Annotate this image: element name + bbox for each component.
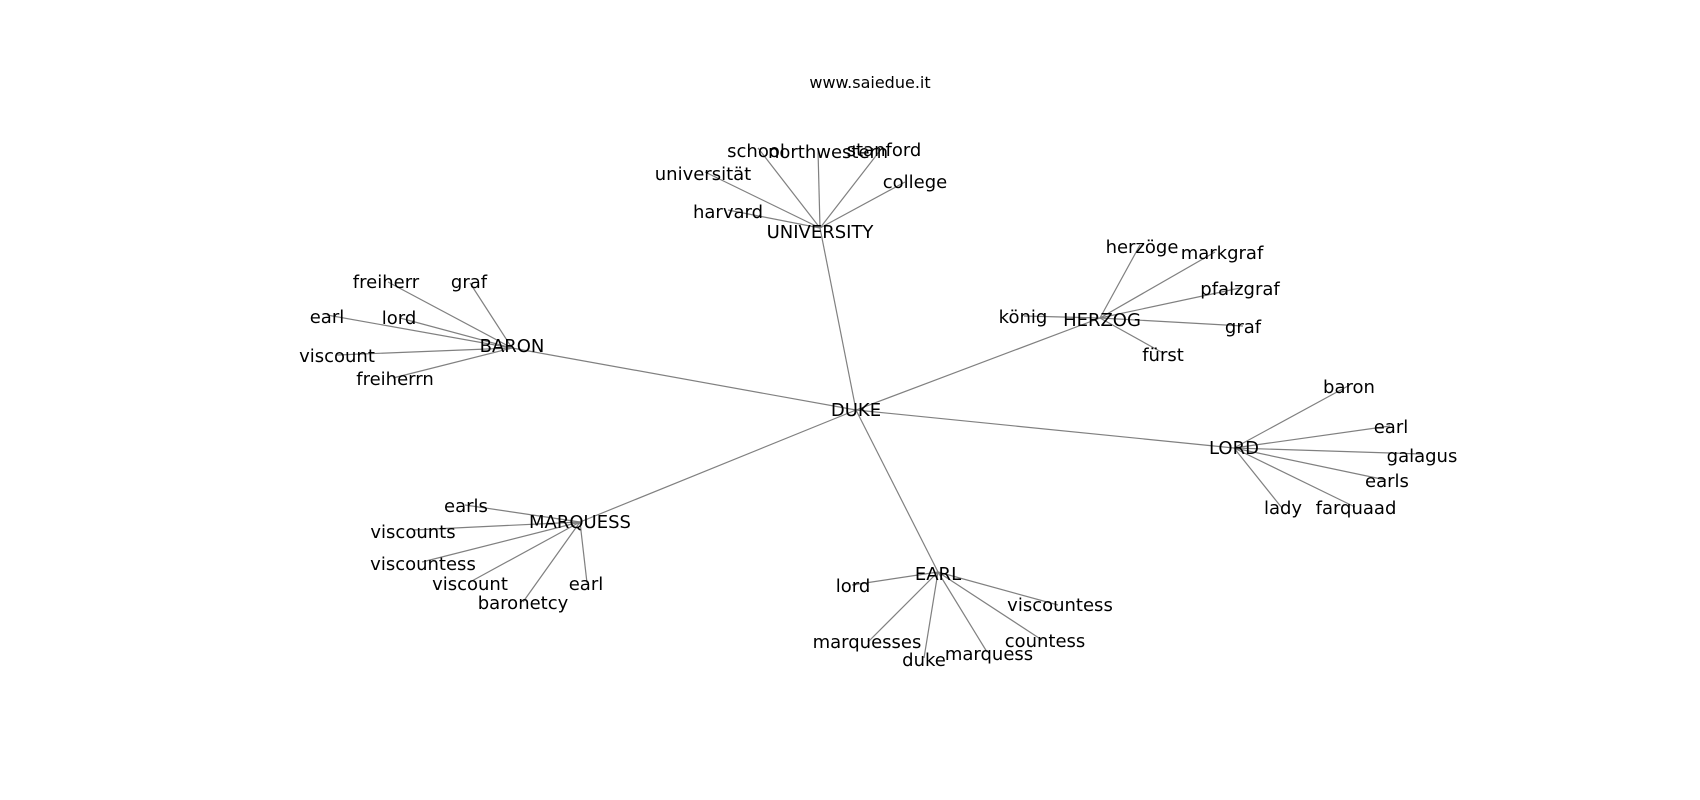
leaf-node-marquess-1: viscounts	[370, 522, 455, 543]
edge-university-leaf-3	[704, 171, 821, 229]
edge-baron-leaf-2	[326, 314, 513, 349]
edge-earl-leaf-0	[851, 571, 939, 586]
leaf-node-earl-2: countess	[1005, 631, 1086, 652]
hub-node-marquess: MARQUESS	[529, 512, 631, 533]
leaf-node-university-3: universität	[655, 164, 751, 185]
edge-lord-leaf-2	[1233, 447, 1423, 455]
leaf-node-baron-2: earl	[310, 307, 345, 328]
leaf-node-lord-5: farquaad	[1316, 498, 1397, 519]
leaf-node-baron-1: graf	[451, 272, 488, 293]
edge-herzog-leaf-3	[1023, 315, 1101, 319]
edge-earl-leaf-5	[937, 571, 988, 653]
leaf-node-herzog-2: pfalzgraf	[1200, 279, 1280, 300]
leaf-node-lord-2: galagus	[1387, 446, 1458, 467]
edge-center-baron	[511, 347, 857, 411]
leaf-node-university-5: harvard	[693, 202, 763, 223]
leaf-node-herzog-4: graf	[1225, 317, 1262, 338]
leaf-node-earl-5: marquess	[945, 644, 1033, 665]
leaf-node-marquess-4: baronetcy	[478, 593, 569, 614]
leaf-node-university-0: school	[727, 141, 785, 162]
edge-lord-leaf-5	[1233, 447, 1356, 508]
hub-node-lord: LORD	[1209, 438, 1259, 459]
hub-node-baron: BARON	[480, 336, 545, 357]
edge-lord-leaf-0	[1233, 385, 1349, 449]
leaf-node-baron-5: freiherrn	[356, 369, 433, 390]
leaf-node-marquess-5: earl	[569, 574, 604, 595]
leaf-node-earl-1: viscountess	[1007, 595, 1113, 616]
edges-layer	[326, 147, 1423, 659]
edge-center-herzog	[855, 317, 1101, 411]
edge-herzog-leaf-1	[1099, 251, 1216, 319]
edge-earl-leaf-3	[867, 571, 939, 643]
leaf-node-baron-4: viscount	[299, 346, 375, 367]
leaf-node-university-1: northwestern	[768, 142, 888, 163]
edge-earl-leaf-4	[923, 571, 939, 659]
edge-herzog-leaf-5	[1099, 317, 1164, 354]
leaf-node-lord-0: baron	[1323, 377, 1375, 398]
edge-university-leaf-2	[819, 147, 883, 229]
leaf-node-university-4: college	[883, 172, 948, 193]
leaf-node-university-2: stanford	[847, 140, 922, 161]
leaf-node-earl-4: duke	[902, 650, 946, 671]
leaf-node-herzog-0: herzöge	[1106, 237, 1179, 258]
edge-center-marquess	[579, 409, 857, 523]
edge-herzog-leaf-4	[1099, 317, 1244, 327]
edge-center-lord	[855, 409, 1235, 449]
site-title: www.saiedue.it	[809, 73, 930, 92]
edge-baron-leaf-5	[392, 347, 513, 379]
edge-marquess-leaf-4	[522, 521, 581, 603]
edge-center-university	[819, 227, 857, 411]
edge-university-leaf-0	[757, 147, 821, 229]
edge-marquess-leaf-5	[579, 521, 588, 584]
edge-herzog-leaf-0	[1099, 244, 1141, 319]
leaf-node-lord-3: earls	[1365, 471, 1409, 492]
edge-marquess-leaf-3	[469, 521, 581, 583]
edge-lord-leaf-4	[1233, 447, 1283, 509]
leaf-node-baron-3: lord	[382, 308, 417, 329]
edge-university-leaf-4	[819, 181, 906, 229]
hub-node-university: UNIVERSITY	[767, 222, 875, 243]
edge-baron-leaf-3	[399, 317, 513, 349]
edge-earl-leaf-2	[937, 571, 1043, 641]
leaf-node-marquess-0: earls	[444, 496, 488, 517]
edge-marquess-leaf-1	[412, 521, 581, 531]
leaf-node-earl-0: lord	[836, 576, 871, 597]
leaf-node-herzog-1: markgraf	[1181, 243, 1264, 264]
labels-layer: DUKE UNIVERSITY schoolnorthwesternstanford…	[299, 140, 1457, 671]
leaf-node-baron-0: freiherr	[353, 272, 420, 293]
leaf-node-herzog-3: könig	[999, 307, 1048, 328]
hub-node-herzog: HERZOG	[1063, 310, 1141, 331]
edge-baron-leaf-0	[387, 281, 513, 349]
leaf-node-marquess-2: viscountess	[370, 554, 476, 575]
leaf-node-herzog-5: fürst	[1142, 345, 1184, 366]
leaf-node-marquess-3: viscount	[432, 574, 508, 595]
edge-marquess-leaf-2	[421, 521, 581, 563]
center-node-label: DUKE	[831, 400, 881, 421]
edge-university-leaf-5	[727, 209, 821, 229]
hub-node-earl: EARL	[915, 564, 961, 585]
edge-center-earl	[855, 409, 939, 573]
edge-baron-leaf-4	[336, 347, 513, 356]
edge-marquess-leaf-0	[464, 504, 581, 523]
edge-lord-leaf-3	[1233, 447, 1387, 481]
leaf-node-lord-1: earl	[1374, 417, 1409, 438]
leaf-node-lord-4: lady	[1264, 498, 1302, 519]
edge-lord-leaf-1	[1233, 425, 1391, 449]
edge-herzog-leaf-2	[1099, 287, 1241, 319]
leaf-node-earl-3: marquesses	[813, 632, 922, 653]
edge-earl-leaf-1	[937, 571, 1059, 606]
edge-baron-leaf-1	[469, 282, 513, 349]
edge-university-leaf-1	[817, 149, 821, 229]
